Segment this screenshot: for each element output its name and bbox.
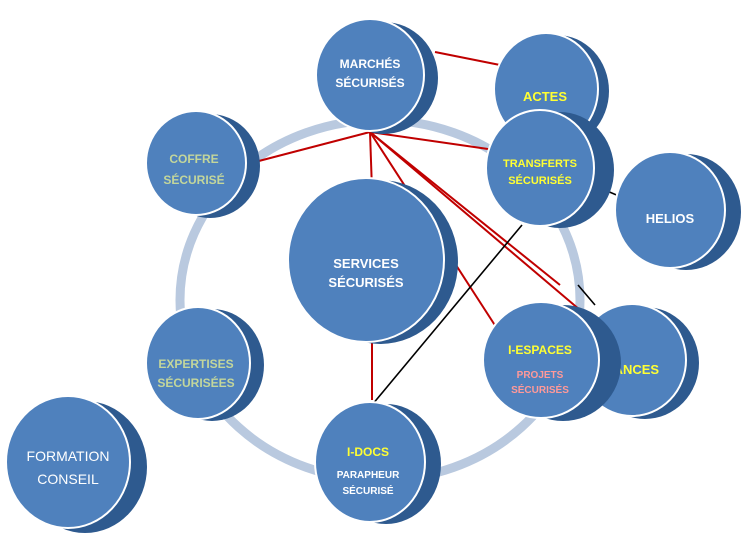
link-transferts-idocs [371,224,523,406]
node-idocs-sub1: PARAPHEUR [337,470,400,481]
link-marches-actes [434,51,506,67]
node-coffre: COFFRE SÉCURISÉ [145,110,260,218]
node-idocs-line1: I-DOCS [347,445,389,459]
node-transferts-line2: SÉCURISÉS [508,174,572,187]
node-iespaces-sub2: SÉCURISÉS [511,383,569,396]
node-expertises: EXPERTISES SÉCURISÉES [145,306,264,421]
link-transferts-finances [577,284,596,306]
node-idocs-sub2: SÉCURISÉ [342,484,393,497]
node-helios: HELIOS [614,151,741,270]
node-iespaces: I-ESPACES PROJETS SÉCURISÉS [482,301,621,421]
node-helios-line1: HELIOS [646,211,695,226]
link-marches-finances [369,131,581,311]
node-idocs: I-DOCS PARAPHEUR SÉCURISÉ [314,401,441,524]
node-marches-line2: SÉCURISÉS [335,75,404,90]
node-formation: FORMATION CONSEIL [5,395,147,533]
node-services-line1: SERVICES [333,256,399,271]
node-actes-line1: ACTES [523,89,567,104]
node-coffre-line1: COFFRE [169,152,218,166]
node-formation-line2: CONSEIL [37,471,99,487]
node-coffre-line2: SÉCURISÉ [163,172,224,187]
link-marches-finances-2 [369,131,561,286]
node-marches-line1: MARCHÉS [340,56,401,71]
node-marches: MARCHÉS SÉCURISÉS [315,18,438,134]
node-iespaces-sub1: PROJETS [517,370,564,381]
node-expertises-line2: SÉCURISÉES [157,375,234,390]
link-marches-transferts [369,131,496,151]
node-transferts-line1: TRANSFERTS [503,158,577,170]
node-iespaces-line1: I-ESPACES [508,343,572,357]
link-marches-coffre [254,131,371,163]
node-services: SERVICES SÉCURISÉS [287,177,458,344]
node-services-line2: SÉCURISÉS [328,275,403,290]
node-transferts: TRANSFERTS SÉCURISÉS [485,109,614,228]
node-formation-line1: FORMATION [27,448,110,464]
node-expertises-line1: EXPERTISES [158,357,233,371]
